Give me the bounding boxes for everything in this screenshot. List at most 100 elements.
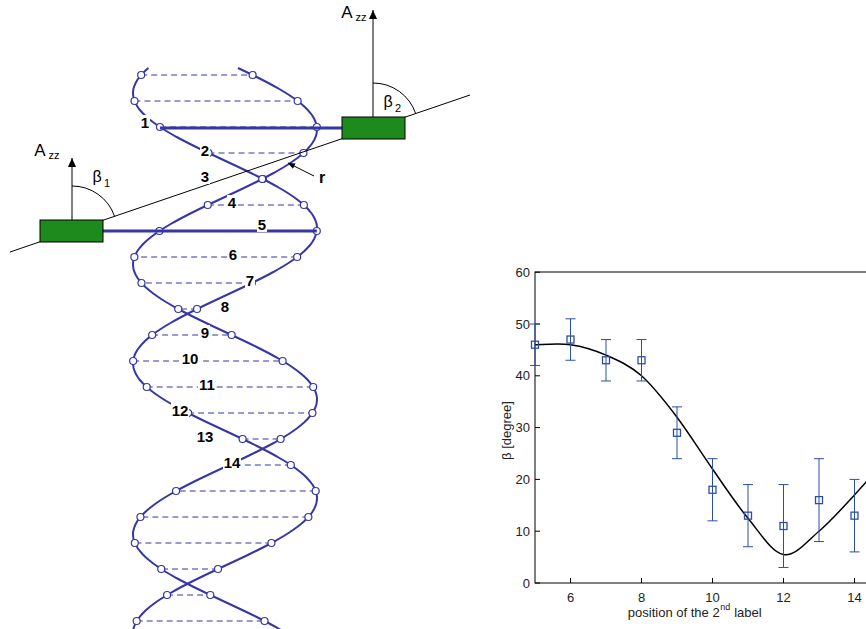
axis-tick [535, 531, 540, 532]
callout-number: 13 [196, 429, 215, 444]
nucleotide-dot [149, 332, 156, 339]
axis-label: label [734, 606, 761, 619]
error-bar [712, 459, 713, 521]
dna-helix [130, 68, 321, 629]
symbol-label: β [92, 169, 101, 185]
error-cap [743, 484, 753, 485]
error-bar [819, 459, 820, 542]
data-point [745, 512, 752, 519]
base-pair-line [134, 101, 297, 102]
nucleotide-dot [131, 254, 138, 261]
error-cap [708, 458, 718, 459]
error-bar [748, 485, 749, 547]
plot-frame [535, 272, 866, 583]
base-pair-line [141, 75, 252, 76]
axis-tick [854, 578, 855, 583]
base-pair-line [167, 595, 210, 596]
tick-label: 50 [516, 318, 530, 331]
symbol-label: zz [49, 150, 60, 161]
callout-number: 11 [198, 377, 216, 392]
callout-number: 2 [200, 143, 210, 158]
base-pair-line [209, 153, 304, 154]
data-point [816, 497, 823, 504]
callout-number: 9 [200, 325, 210, 340]
nucleotide-dot [204, 202, 211, 209]
callout-number: 5 [257, 217, 267, 232]
nucleotide-dot [173, 488, 180, 495]
error-cap [672, 458, 682, 459]
label-tether [160, 127, 342, 130]
tick-label: 14 [847, 591, 861, 604]
tick-label: 10 [705, 591, 719, 604]
base-pair-line [243, 439, 281, 440]
fit-curve [535, 344, 866, 555]
nucleotide-dot [249, 72, 256, 79]
backbone-strand [133, 68, 317, 629]
symbol-label: A [34, 142, 45, 159]
error-cap [850, 551, 860, 552]
error-cap [637, 380, 647, 381]
nucleotide-dot [268, 540, 275, 547]
nucleotide-dot [287, 462, 294, 469]
error-bar [641, 340, 642, 381]
symbol-label: r [319, 170, 325, 186]
nucleotide-dot [207, 592, 214, 599]
symbol-label: β [383, 94, 392, 110]
data-point [638, 357, 645, 364]
nucleotide-dot [259, 176, 266, 183]
tick-label: 10 [516, 525, 530, 538]
axis-tick [570, 578, 571, 583]
nucleotide-dot [294, 254, 301, 261]
error-cap [530, 365, 540, 366]
nucleotide-dot [215, 566, 222, 573]
callout-number: 1 [140, 115, 150, 130]
nucleotide-dot [294, 98, 301, 105]
angle-arc [72, 186, 115, 216]
axis-label: nd [720, 603, 730, 612]
error-cap [779, 567, 789, 568]
error-bar [854, 479, 855, 552]
nucleotide-dot [137, 514, 144, 521]
symbol-label: 1 [104, 178, 110, 189]
nucleotide-dot [164, 592, 171, 599]
error-bar [783, 485, 784, 568]
nucleotide-dot [228, 332, 235, 339]
nucleotide-dot [300, 202, 307, 209]
nucleotide-dot [138, 280, 145, 287]
axis-tick [535, 375, 540, 376]
error-cap [601, 339, 611, 340]
data-point [780, 523, 787, 530]
angle-arc [373, 83, 416, 113]
error-cap [779, 484, 789, 485]
base-pair-line [176, 491, 316, 492]
nucleotide-dot [259, 176, 266, 183]
nucleotide-dot [309, 410, 316, 417]
error-cap [708, 520, 718, 521]
callout-number: 6 [228, 247, 238, 262]
error-cap [566, 318, 576, 319]
data-point [532, 341, 539, 348]
base-pair-line [135, 543, 272, 544]
nucleotide-dot [277, 436, 284, 443]
nucleotide-dot [261, 618, 268, 625]
tick-label: 0 [523, 577, 530, 590]
axis-label: position of the 2 [628, 606, 720, 619]
tick-label: 6 [567, 591, 574, 604]
error-bar [535, 324, 536, 365]
base-pair-line [134, 257, 297, 258]
error-cap [530, 324, 540, 325]
error-cap [601, 380, 611, 381]
nucleotide-dot [239, 436, 246, 443]
label-tethers [103, 128, 342, 231]
axis-tick [535, 427, 540, 428]
callout-number: 8 [220, 299, 230, 314]
callout-number: 3 [200, 169, 210, 184]
callout-number: 14 [223, 455, 242, 470]
axis-tick [535, 479, 540, 480]
label-tether [103, 230, 317, 233]
data-point [851, 512, 858, 519]
error-cap [850, 479, 860, 480]
callout-number: 10 [181, 351, 200, 366]
tick-label: 20 [516, 473, 530, 486]
